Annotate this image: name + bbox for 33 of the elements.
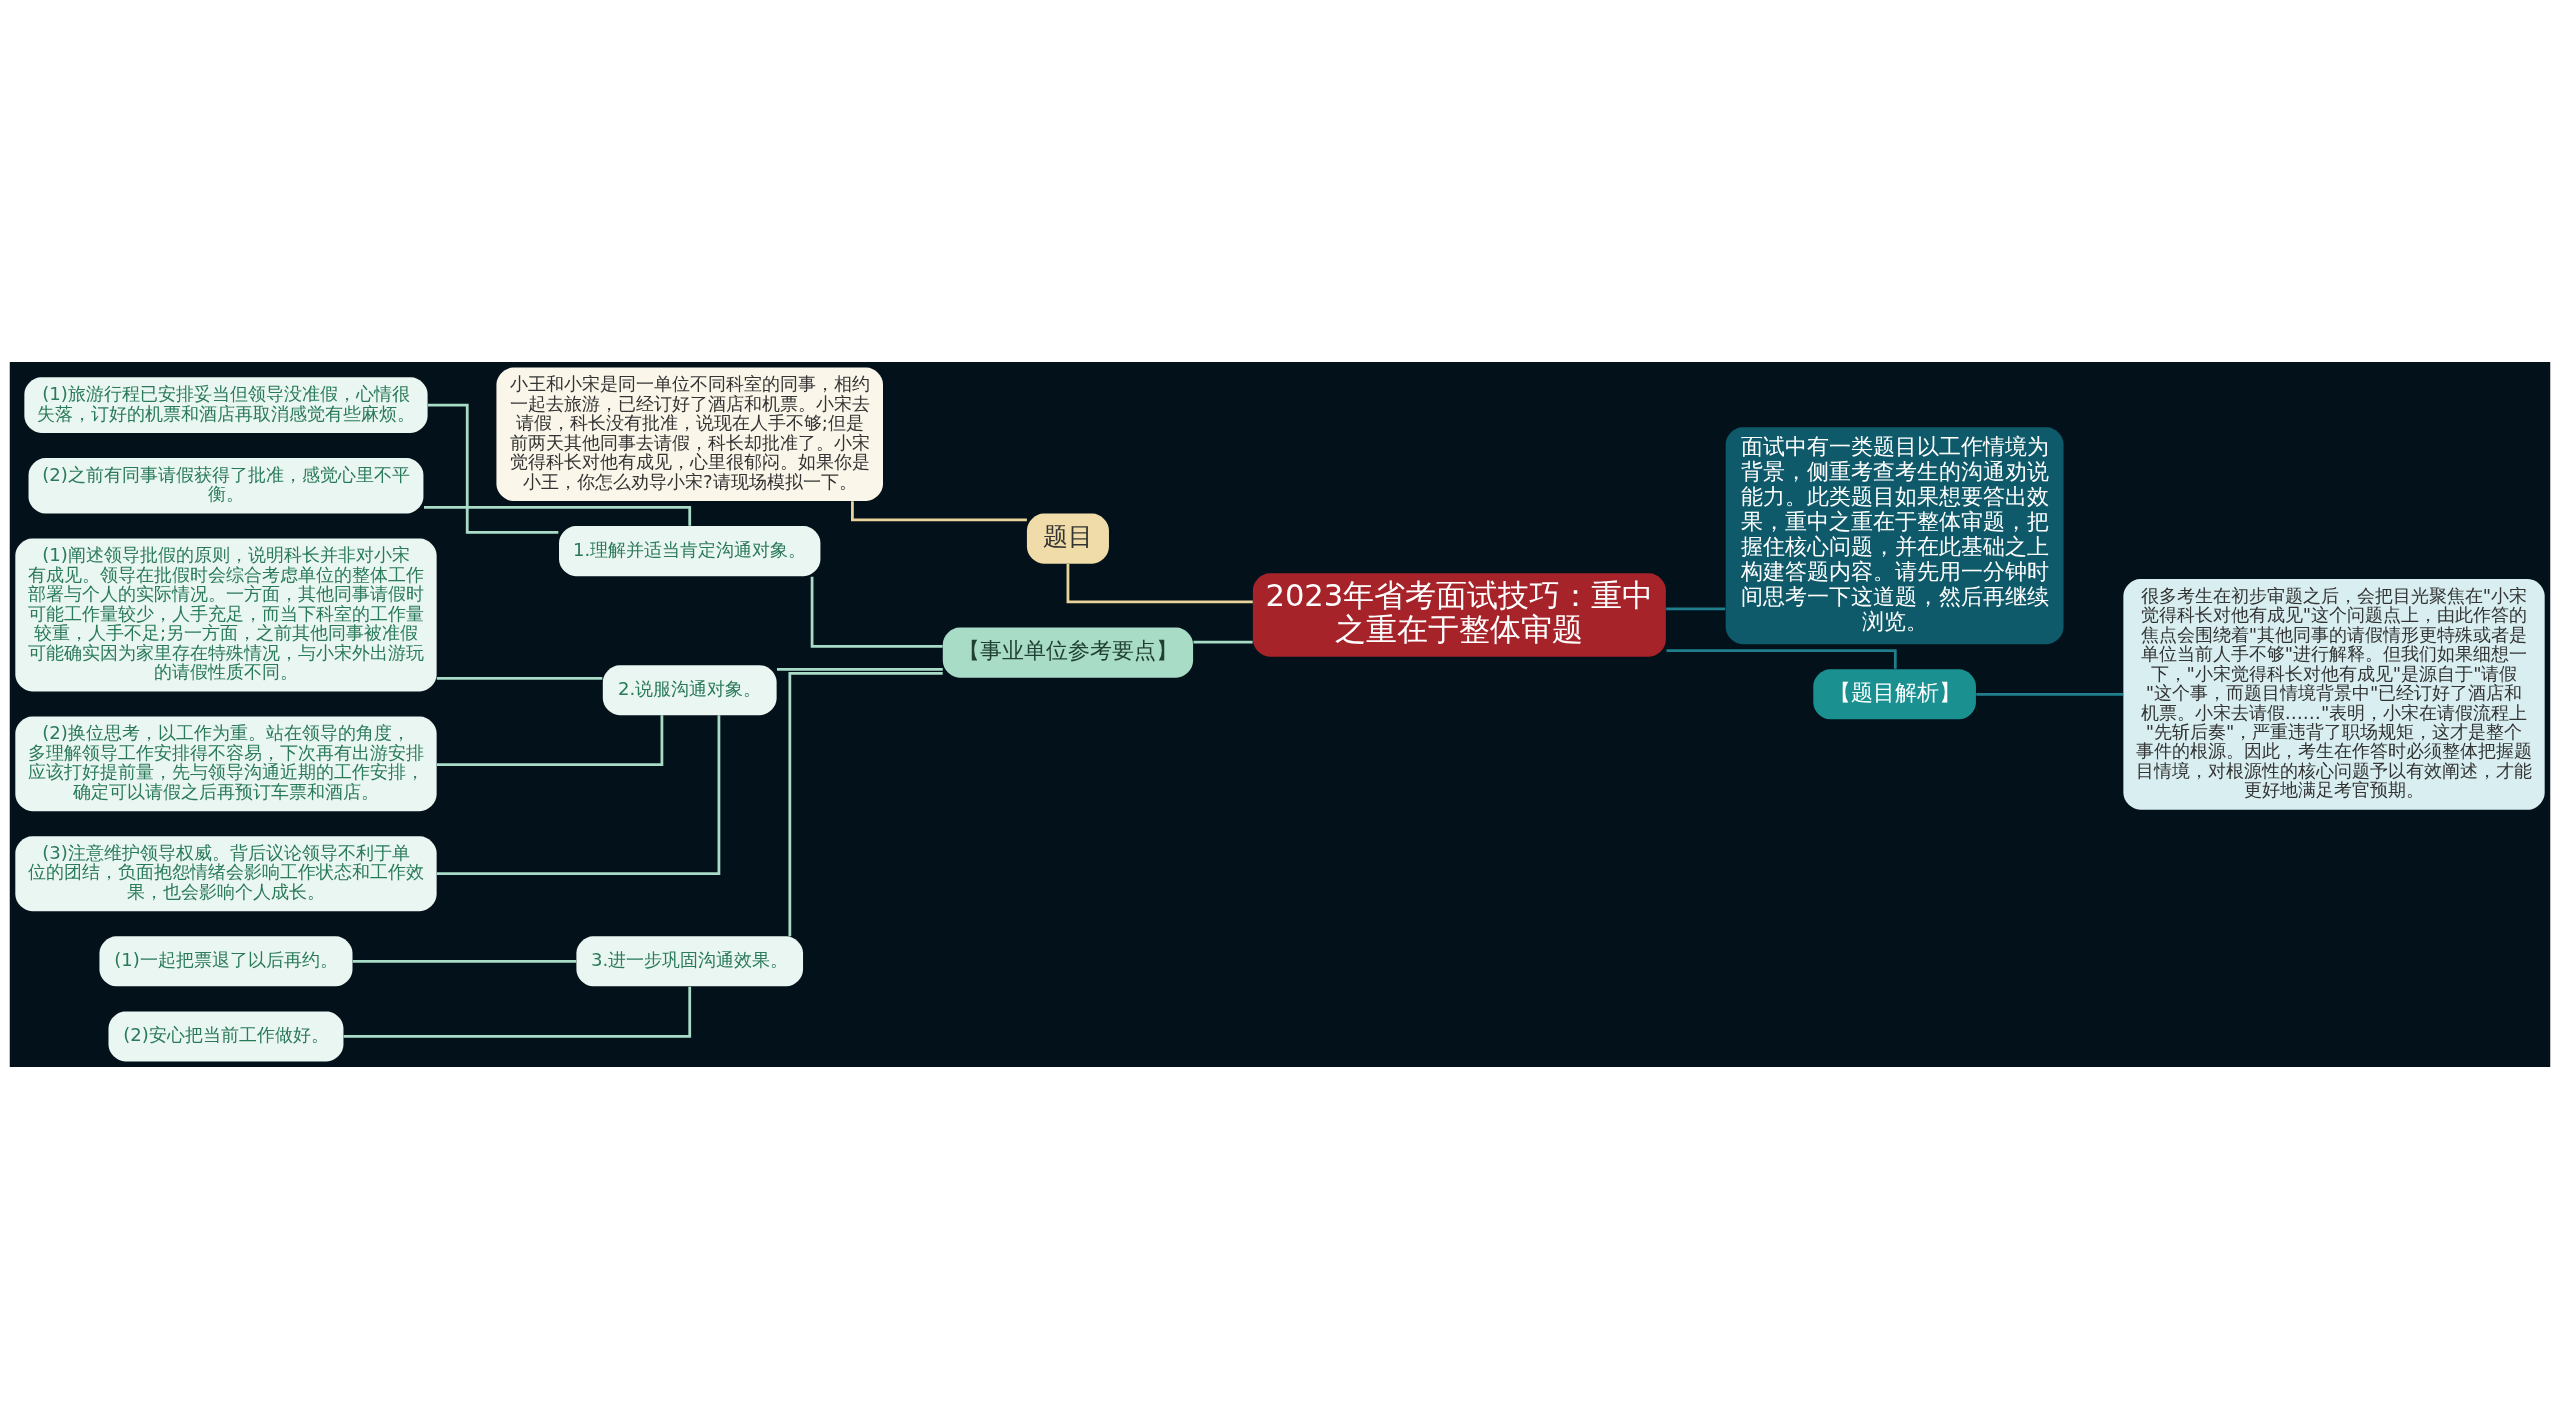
node-box: 面试中有一类题目以工作情境为背景，侧重考查考生的沟通劝说能力。此类题目如果想要答出效果，重中之重在于整体审题，把握住核心问题，并在此基础之上构建答题内容。请先用一分钟时间思考一下这道题，然后再继续浏览。 xyxy=(1725,426,2064,644)
node-box: (1)旅游行程已安排妥当但领导没准假，心情很失落，订好的机票和酒店再取消感觉有些麻烦。 xyxy=(24,376,428,433)
connector xyxy=(851,500,1027,521)
node-box: 很多考生在初步审题之后，会把目光聚焦在"小宋觉得科长对他有成见"这个问题点上，由此作答的焦点会围绕着"其他同事的请假情形更特殊或者是单位当前人手不够"进行解释。但我们如果细想一下，"小宋觉得科长对他有成见"是源自于"请假"这个事，而题目情境背景中"已经订好了酒店和机票。小宋去请假……"表明，小宋在请假流程上"先斩后奏"，严重违背了职场规矩，这才是整个事件的根源。因此，考生在作答时必须整体把握题目情境，对根源性的核心问题予以有效阐述，才能更好地满足考官预期。 xyxy=(2123,578,2545,810)
connector xyxy=(436,714,664,766)
node-box: (2)之前有同事请假获得了批准，感觉心里不平衡。 xyxy=(28,457,424,514)
connector xyxy=(776,667,943,671)
node-box: (2)安心把当前工作做好。 xyxy=(108,1010,344,1061)
connector xyxy=(436,714,721,875)
connector xyxy=(424,505,692,526)
connector xyxy=(810,576,943,648)
node-box: (1)一起把票退了以后再约。 xyxy=(99,935,353,986)
connector xyxy=(352,959,577,963)
node-box: 2023年省考面试技巧：重中之重在于整体审题 xyxy=(1252,572,1666,657)
connector xyxy=(1066,563,1253,603)
node-box: (2)换位思考，以工作为重。站在领导的角度，多理解领导工作安排得不容易，下次再有出游安排应该打好提前量，先与领导沟通近期的工作安排，确定可以请假之后再预订车票和酒店。 xyxy=(15,716,437,811)
connector xyxy=(427,403,559,534)
node-box: 2.说服沟通对象。 xyxy=(602,664,777,715)
node-box: 题目 xyxy=(1026,513,1109,564)
node-box: 小王和小宋是同一单位不同科室的同事，相约一起去旅游，已经订好了酒店和机票。小宋去请假，科长没有批准，说现在人手不够;但是前两天其他同事去请假，科长却批准了。小宋觉得科长对他有成见，心里很郁闷。如果你是小王，你怎么劝导小宋?请现场模拟一下。 xyxy=(496,367,883,501)
node-box: (3)注意维护领导权威。背后议论领导不利于单位的团结，负面抱怨情绪会影响工作状态和工作效果，也会影响个人成长。 xyxy=(15,835,437,911)
node-box: 1.理解并适当肯定沟通对象。 xyxy=(559,525,821,576)
connector xyxy=(343,986,692,1038)
node-box: 3.进一步巩固沟通效果。 xyxy=(576,935,804,986)
connector xyxy=(788,671,943,936)
node-box: 【题目解析】 xyxy=(1813,668,1976,719)
connector xyxy=(1666,606,1726,610)
connector xyxy=(1666,648,1897,669)
connector xyxy=(1976,692,2123,696)
node-box: 【事业单位参考要点】 xyxy=(942,627,1194,678)
connector xyxy=(436,676,603,680)
connector xyxy=(1193,640,1253,644)
node-box: (1)阐述领导批假的原则，说明科长并非对小宋有成见。领导在批假时会综合考虑单位的整体工作部署与个人的实际情况。一方面，其他同事请假时可能工作量较少，人手充足，而当下科室的工作量较重，人手不足;另一方面，之前其他同事被准假可能确实因为家里存在特殊情况，与小宋外出游玩的请假性质不同。 xyxy=(15,538,437,692)
